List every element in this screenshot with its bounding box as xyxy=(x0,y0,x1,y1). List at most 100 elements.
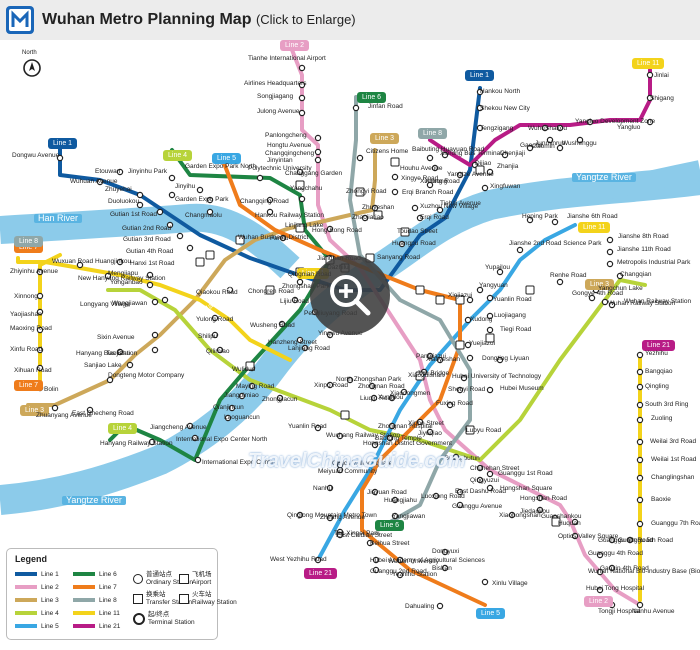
line-3-path xyxy=(26,148,377,407)
station-dot xyxy=(291,296,299,304)
station-label: Zhongyi Road xyxy=(346,188,387,195)
station-label: Panlongcheng xyxy=(265,132,307,139)
station-label: Gutian 3rd Road xyxy=(123,236,171,243)
legend-symbol-label-cn: 换乘站 xyxy=(146,591,166,598)
zoom-button[interactable] xyxy=(310,255,390,335)
legend-line-swatch xyxy=(73,585,95,590)
line-badge: Line 2 xyxy=(280,40,310,51)
station-dot xyxy=(106,376,114,384)
station-label: Xingye Road xyxy=(401,175,439,182)
station-label: Garden Expo Park North xyxy=(185,163,257,170)
station-dot xyxy=(606,236,614,244)
transfer-station-marker xyxy=(235,235,245,245)
station-dot xyxy=(636,601,644,609)
station-dot xyxy=(96,178,104,186)
station-dot xyxy=(36,346,44,354)
yangtze-river-label-top: Yangtze River xyxy=(572,173,636,182)
legend-symbol-label-cn: 普通站点 xyxy=(146,571,172,578)
station-dot xyxy=(496,268,504,276)
station-dot xyxy=(266,208,274,216)
station-dot xyxy=(571,518,579,526)
station-dot xyxy=(248,382,256,390)
station-dot xyxy=(371,488,379,496)
station-label: Zhanjia xyxy=(497,163,519,170)
station-label: Jinlai xyxy=(654,72,669,79)
station-label: Fuxing Road xyxy=(436,400,473,407)
north-arrow-icon: North xyxy=(22,50,41,77)
station-label: Bangqiao xyxy=(645,368,673,375)
station-label: Huangjinkou xyxy=(95,258,132,265)
station-label: Qilimiao xyxy=(206,348,230,355)
line-badge: Line 4 xyxy=(108,423,138,434)
station-dot xyxy=(441,564,449,572)
station-label: Yangjiawan xyxy=(392,513,426,520)
station-dot xyxy=(481,578,489,586)
station-dot xyxy=(161,296,169,304)
station-label: Renhe Road xyxy=(550,272,587,279)
line-badge: Line 11 xyxy=(632,58,665,69)
station-label: Luoxiong Road xyxy=(421,493,465,500)
station-label: Jianshe 11th Road xyxy=(617,246,671,253)
line-badge: Line 6 xyxy=(375,520,405,531)
station-label: Yangluo xyxy=(617,124,641,131)
station-label: Mengjiapu xyxy=(108,270,138,277)
station-dot xyxy=(576,136,584,144)
station-dot xyxy=(588,294,596,302)
station-dot xyxy=(186,244,194,252)
station-label: Zhuyehai xyxy=(105,186,132,193)
station-dot xyxy=(536,506,544,514)
station-dot xyxy=(151,331,159,339)
station-label: Qingling xyxy=(645,383,669,390)
station-dot xyxy=(372,556,380,564)
line-badge: Line 5 xyxy=(476,608,506,619)
station-dot xyxy=(326,484,334,492)
station-dot xyxy=(476,88,484,96)
station-label: Wulidun xyxy=(232,366,256,373)
station-dot xyxy=(314,556,322,564)
page-title[interactable]: Wuhan Metro Planning Map (Click to Enlar… xyxy=(42,11,356,29)
station-label: Zuoling xyxy=(651,415,673,422)
station-dot xyxy=(361,214,369,222)
station-dot xyxy=(464,341,472,349)
station-label: Hongtu Avenue xyxy=(267,142,312,149)
legend-symbol-label: Airport xyxy=(192,579,212,586)
station-label: Dijiao xyxy=(475,160,492,167)
legend-line-item: Line 4 xyxy=(15,610,59,617)
station-label: Etouwan xyxy=(95,168,121,175)
station-dot xyxy=(486,294,494,302)
station-dot xyxy=(278,320,286,328)
station-label: Nanhu Avenue xyxy=(632,608,675,615)
line-badge: Line 4 xyxy=(163,150,193,161)
station-label: Heping Park xyxy=(522,213,558,220)
station-label: East Checheng Road xyxy=(72,410,134,417)
station-label: Tiehai Avenue xyxy=(440,200,481,207)
station-dot xyxy=(556,124,564,132)
station-label: Zhifang Avenue xyxy=(320,514,366,521)
station-dot xyxy=(326,381,334,389)
station-dot xyxy=(396,571,404,579)
station-dot xyxy=(400,388,408,396)
station-label: Hankou Railway Station xyxy=(255,212,325,219)
station-label: Songjiagang xyxy=(257,93,294,100)
legend-line-label: Line 21 xyxy=(99,623,121,630)
station-label: Liyuan xyxy=(510,355,530,362)
station-label: Huangjiahu xyxy=(384,497,417,504)
station-label: Tan Xinpei Park xyxy=(334,530,380,537)
station-label: Jinyihu xyxy=(175,183,196,190)
legend-line-item: Line 7 xyxy=(73,584,117,591)
station-label: Zhiyinhu Avenue xyxy=(10,268,58,275)
station-label: Sixin Avenue xyxy=(97,334,135,341)
station-dot xyxy=(148,438,156,446)
station-label: Maoxing Road xyxy=(10,325,52,332)
station-dot xyxy=(314,134,322,142)
legend-line-label: Line 5 xyxy=(41,623,59,630)
station-label: Changqingcheng xyxy=(265,150,315,157)
station-label: Yangchahu xyxy=(290,185,323,192)
station-label: Shouyi Road xyxy=(448,386,486,393)
line-badge: Line 3 xyxy=(585,279,615,290)
legend-line-swatch xyxy=(15,585,37,590)
legend-line-label: Line 3 xyxy=(41,597,59,604)
station-label: Wuchang Railway Station xyxy=(326,432,400,439)
station-label: Xiaohongshan xyxy=(499,512,541,519)
station-dot xyxy=(276,394,284,402)
